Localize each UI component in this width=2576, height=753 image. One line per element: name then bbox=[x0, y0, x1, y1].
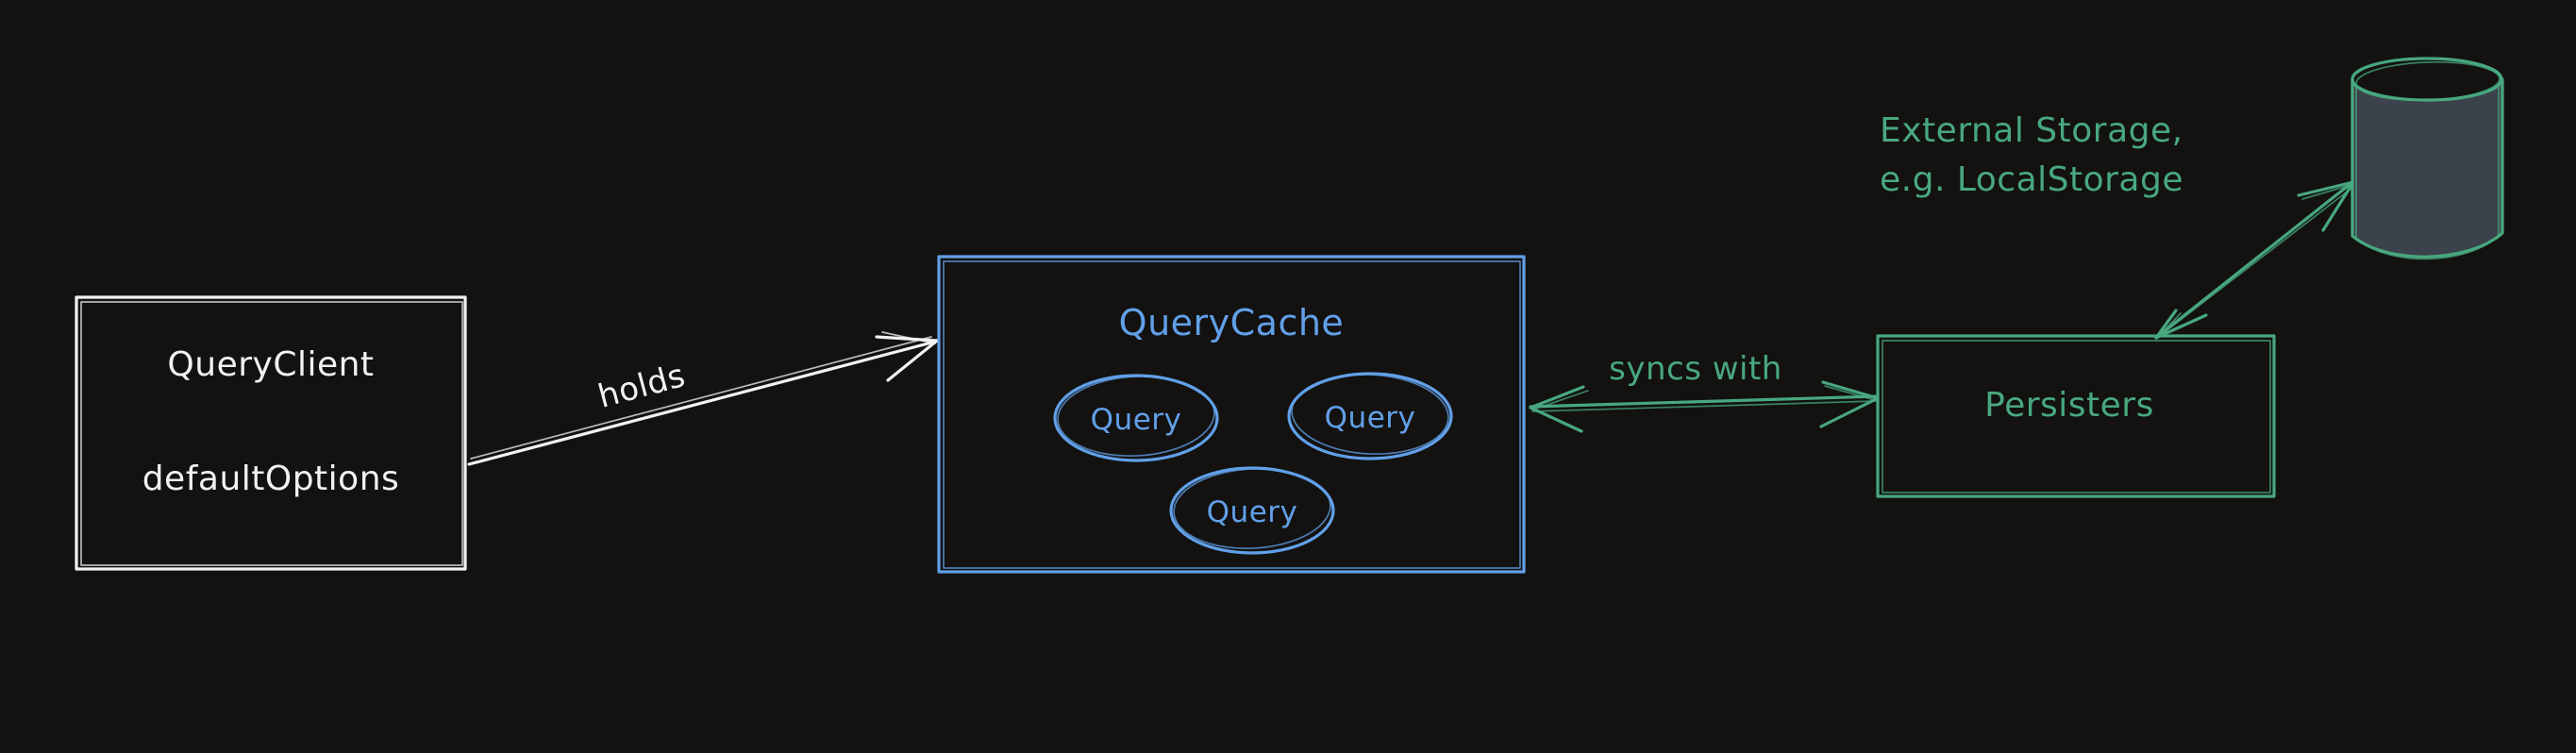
syncs-with-arrowhead-right bbox=[1821, 380, 1880, 400]
query-item-1: Query bbox=[1053, 374, 1219, 462]
persisters-box-sketch-line bbox=[1882, 340, 2271, 494]
holds-label: holds bbox=[594, 357, 690, 416]
storage-arrowhead-bottom bbox=[2154, 309, 2178, 340]
query-label-2: Query bbox=[1325, 401, 1416, 435]
query-client-title: QueryClient bbox=[167, 345, 374, 384]
syncs-with-label: syncs with bbox=[1609, 350, 1782, 388]
query-client-box-sketch-line bbox=[80, 301, 463, 566]
query-label-1: Query bbox=[1091, 403, 1182, 437]
external-storage-label-line1: External Storage, bbox=[1880, 111, 2183, 150]
query-ellipse-3 bbox=[1169, 466, 1335, 555]
persisters-box bbox=[1876, 334, 2276, 498]
query-cache-title: QueryCache bbox=[1119, 302, 1345, 343]
holds-arrowhead bbox=[875, 335, 939, 343]
query-cache-box-sketch-line bbox=[943, 260, 1521, 569]
persisters-node: Persisters bbox=[1876, 334, 2276, 498]
query-client-box bbox=[75, 295, 467, 571]
holds-arrow: holds bbox=[467, 331, 939, 466]
persist-storage-arrow bbox=[2154, 180, 2355, 340]
storage-arrowhead-top bbox=[2297, 180, 2355, 197]
external-storage-label-line2: e.g. LocalStorage bbox=[1880, 160, 2183, 199]
query-client-node: QueryClient defaultOptions bbox=[75, 295, 467, 571]
persisters-title: Persisters bbox=[1984, 386, 2154, 425]
query-item-3: Query bbox=[1169, 466, 1335, 555]
external-storage-node: External Storage, e.g. LocalStorage bbox=[1880, 57, 2504, 260]
query-ellipse-2 bbox=[1287, 372, 1453, 460]
syncs-with-arrowhead-left bbox=[1529, 385, 1585, 410]
query-cache-box bbox=[937, 255, 1526, 574]
query-label-3: Query bbox=[1207, 495, 1298, 529]
query-cache-node: QueryCache Query Query Query bbox=[937, 255, 1526, 574]
query-client-subtitle: defaultOptions bbox=[142, 460, 400, 498]
query-item-2: Query bbox=[1287, 372, 1453, 460]
query-ellipse-1 bbox=[1053, 374, 1219, 462]
database-cylinder-icon bbox=[2350, 57, 2504, 260]
syncs-with-arrow: syncs with bbox=[1529, 350, 1880, 433]
